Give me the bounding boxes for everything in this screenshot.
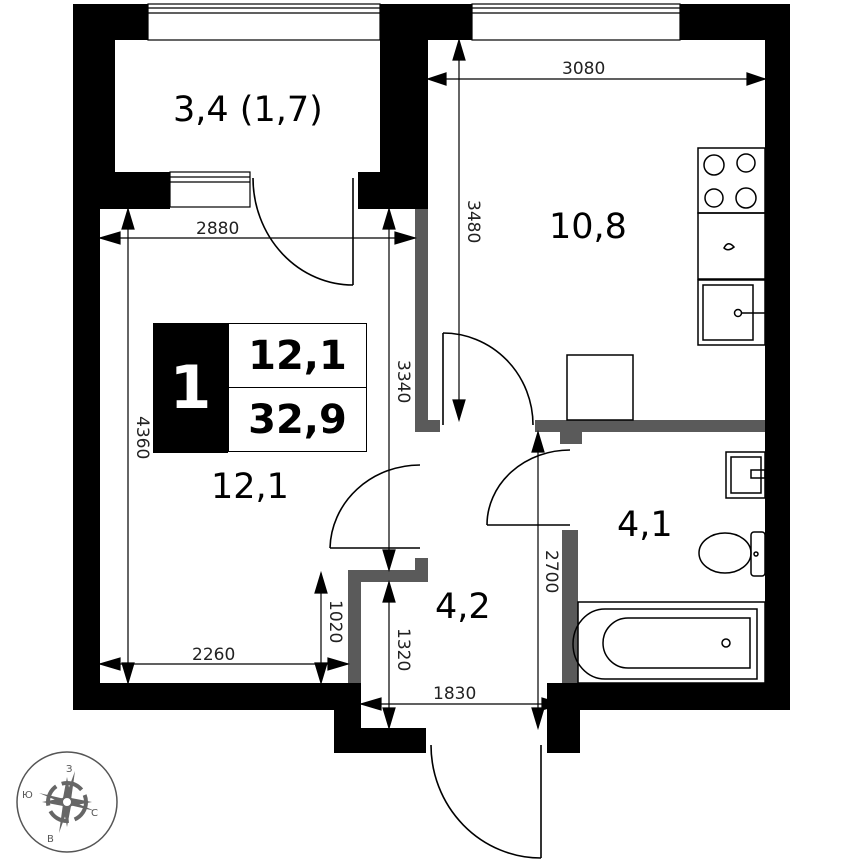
bathroom-area-label: 4,1 — [617, 505, 673, 545]
compass-icon — [16, 751, 118, 853]
dim-hall-length: 2700 — [541, 550, 561, 594]
bedroom-area-label: 12,1 — [211, 467, 289, 507]
balcony-area-label: 3,4 (1,7) — [173, 90, 323, 130]
exterior-walls — [73, 4, 790, 753]
compass-south-label: Ю — [22, 790, 33, 801]
hallway-area-label: 4,2 — [435, 587, 491, 627]
kitchen-fixtures — [566, 147, 766, 421]
dimension-lines — [97, 37, 767, 731]
bathroom-fixtures — [572, 451, 766, 684]
apartment-summary-badge: 1 12,1 32,9 — [153, 323, 367, 453]
dim-hall-width: 1830 — [433, 684, 477, 704]
dim-room-depth: 4360 — [132, 416, 152, 460]
dim-room-niche: 1020 — [325, 600, 345, 644]
living-area-value: 12,1 — [228, 323, 367, 388]
rooms-count: 1 — [153, 323, 228, 453]
dim-kitchen-width: 3080 — [562, 59, 606, 79]
windows — [147, 3, 681, 208]
dim-room-partial-depth: 3340 — [393, 360, 413, 404]
compass-east-label: В — [47, 834, 54, 845]
dim-room-width: 2880 — [196, 219, 240, 239]
dim-hall-depth: 1320 — [393, 628, 413, 672]
doors — [252, 177, 571, 859]
total-area-value: 32,9 — [228, 387, 367, 452]
compass-north-label: С — [91, 808, 98, 819]
compass-west-label: З — [66, 764, 73, 775]
kitchen-area-label: 10,8 — [549, 207, 627, 247]
partitions — [348, 209, 765, 683]
dim-kitchen-depth: 3480 — [463, 200, 483, 244]
dim-room-bottom-width: 2260 — [192, 645, 236, 665]
